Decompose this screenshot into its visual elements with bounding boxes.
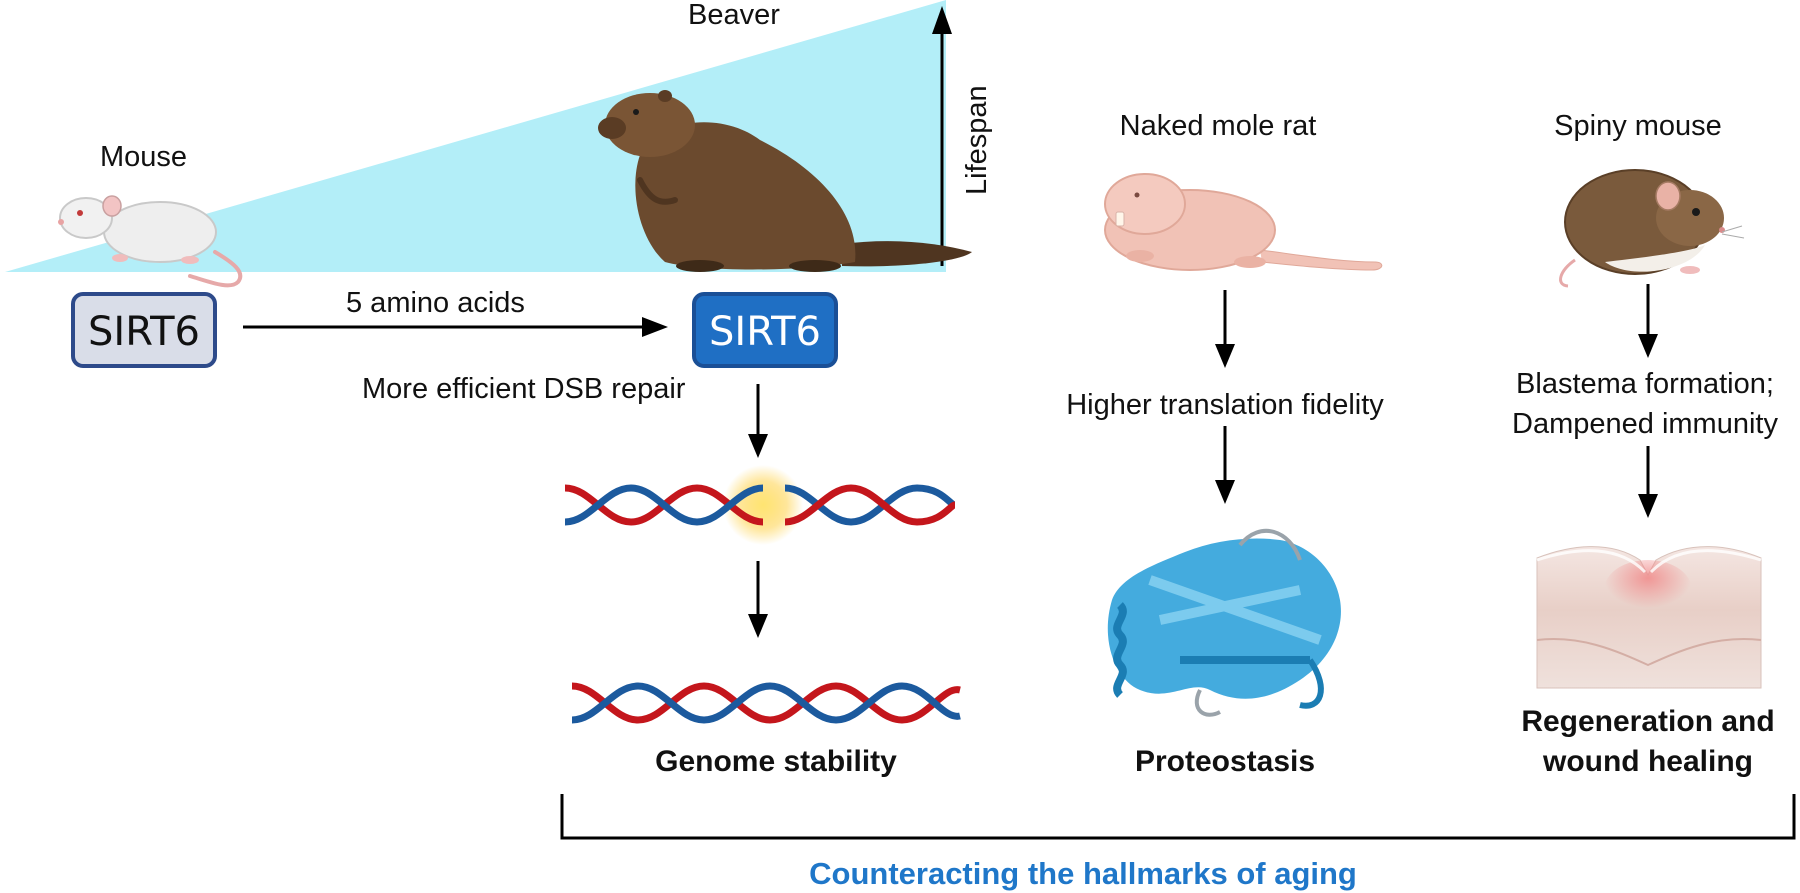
arrow-blastema-to-tissue	[1638, 446, 1658, 518]
arrow-fidelity-to-protein	[1215, 426, 1235, 504]
spiny-mouse-label: Spiny mouse	[1554, 110, 1722, 142]
dsb-repair-label: More efficient DSB repair	[362, 373, 686, 405]
regeneration-line1-label: Regeneration and	[1521, 705, 1774, 738]
arrow-dna-to-stable-dna	[748, 561, 768, 638]
blastema-line2-label: Dampened immunity	[1512, 408, 1778, 440]
genome-stability-label: Genome stability	[655, 745, 897, 778]
sirt6-beaver-box: SIRT6	[692, 292, 838, 368]
proteostasis-label: Proteostasis	[1135, 745, 1315, 778]
beaver-illustration	[598, 90, 972, 272]
protein-structure-illustration	[1107, 528, 1341, 717]
arrow-spiny-mouse-to-blastema	[1638, 284, 1658, 358]
lifespan-label: Lifespan	[961, 85, 993, 195]
damaged-dna-illustration	[564, 465, 957, 545]
amino-acids-label: 5 amino acids	[346, 287, 525, 319]
stable-dna-illustration	[571, 682, 961, 724]
spiny-mouse-illustration	[1559, 169, 1745, 288]
arrow-mole-rat-to-fidelity	[1215, 290, 1235, 368]
hallmarks-footer: Counteracting the hallmarks of aging	[809, 856, 1357, 891]
sirt6-mouse-box: SIRT6	[71, 292, 217, 368]
translation-fidelity-label: Higher translation fidelity	[1066, 389, 1384, 421]
sirt6-beaver-label: SIRT6	[709, 309, 821, 355]
sirt6-mouse-label: SIRT6	[88, 309, 200, 355]
wound-tissue-illustration	[1536, 546, 1762, 689]
lifespan-arrow	[932, 6, 952, 266]
hallmarks-bracket	[560, 794, 1796, 840]
beaver-label: Beaver	[688, 0, 780, 31]
arrow-dsb-to-dna	[748, 384, 768, 458]
blastema-line1-label: Blastema formation;	[1516, 368, 1774, 400]
regeneration-line2-label: wound healing	[1542, 745, 1753, 778]
naked-mole-rat-label: Naked mole rat	[1120, 110, 1317, 142]
mouse-illustration	[58, 195, 243, 288]
naked-mole-rat-illustration	[1104, 173, 1383, 271]
amino-acid-arrow	[243, 317, 668, 337]
mouse-label: Mouse	[100, 141, 187, 173]
